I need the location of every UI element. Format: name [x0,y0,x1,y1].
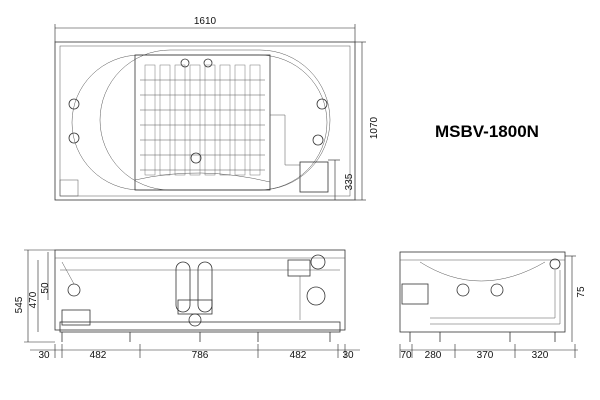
front-bottom-dim: 786 [192,350,209,361]
front-bottom-dim: 30 [342,350,354,361]
side-bottom-dim: 70 [400,350,412,361]
front-height-dim: 545 [14,296,25,313]
front-bottom-dim: 30 [38,350,50,361]
front-rim-dim: 50 [40,282,51,294]
motor-box [61,309,91,326]
jet-icon [67,283,81,297]
jet-icon [312,134,324,146]
side-bottom-dim: 280 [425,350,442,361]
front-view: 545 470 50 30 482 786 482 30 [14,249,360,361]
model-title: MSBV-1800N [435,122,539,141]
jet-icon [316,98,328,110]
top-width-dim: 1610 [194,16,217,27]
mat-grid [140,64,265,176]
front-bottom-dim: 482 [90,350,107,361]
drain-offset-dim: 335 [344,173,355,190]
jet-icon [490,283,504,297]
front-inner-dim: 470 [28,291,39,308]
motor-box [401,283,429,305]
drain-circle [190,152,202,164]
top-depth-dim: 1070 [369,116,380,139]
top-view: 1610 1070 335 [54,16,380,201]
jet-icon [180,58,190,68]
side-right-dim: 75 [576,286,587,298]
side-bottom-dim: 320 [532,350,549,361]
pump-icon [306,286,326,306]
jet-icon [456,283,470,297]
drain-icon [188,313,202,327]
jet-icon [68,132,80,144]
side-view: 75 70 280 370 320 [399,251,587,361]
jet-icon [203,58,213,68]
pump-box [299,161,329,193]
front-bottom-dim: 482 [290,350,307,361]
side-bottom-dim: 370 [477,350,494,361]
jet-icon [68,98,80,110]
